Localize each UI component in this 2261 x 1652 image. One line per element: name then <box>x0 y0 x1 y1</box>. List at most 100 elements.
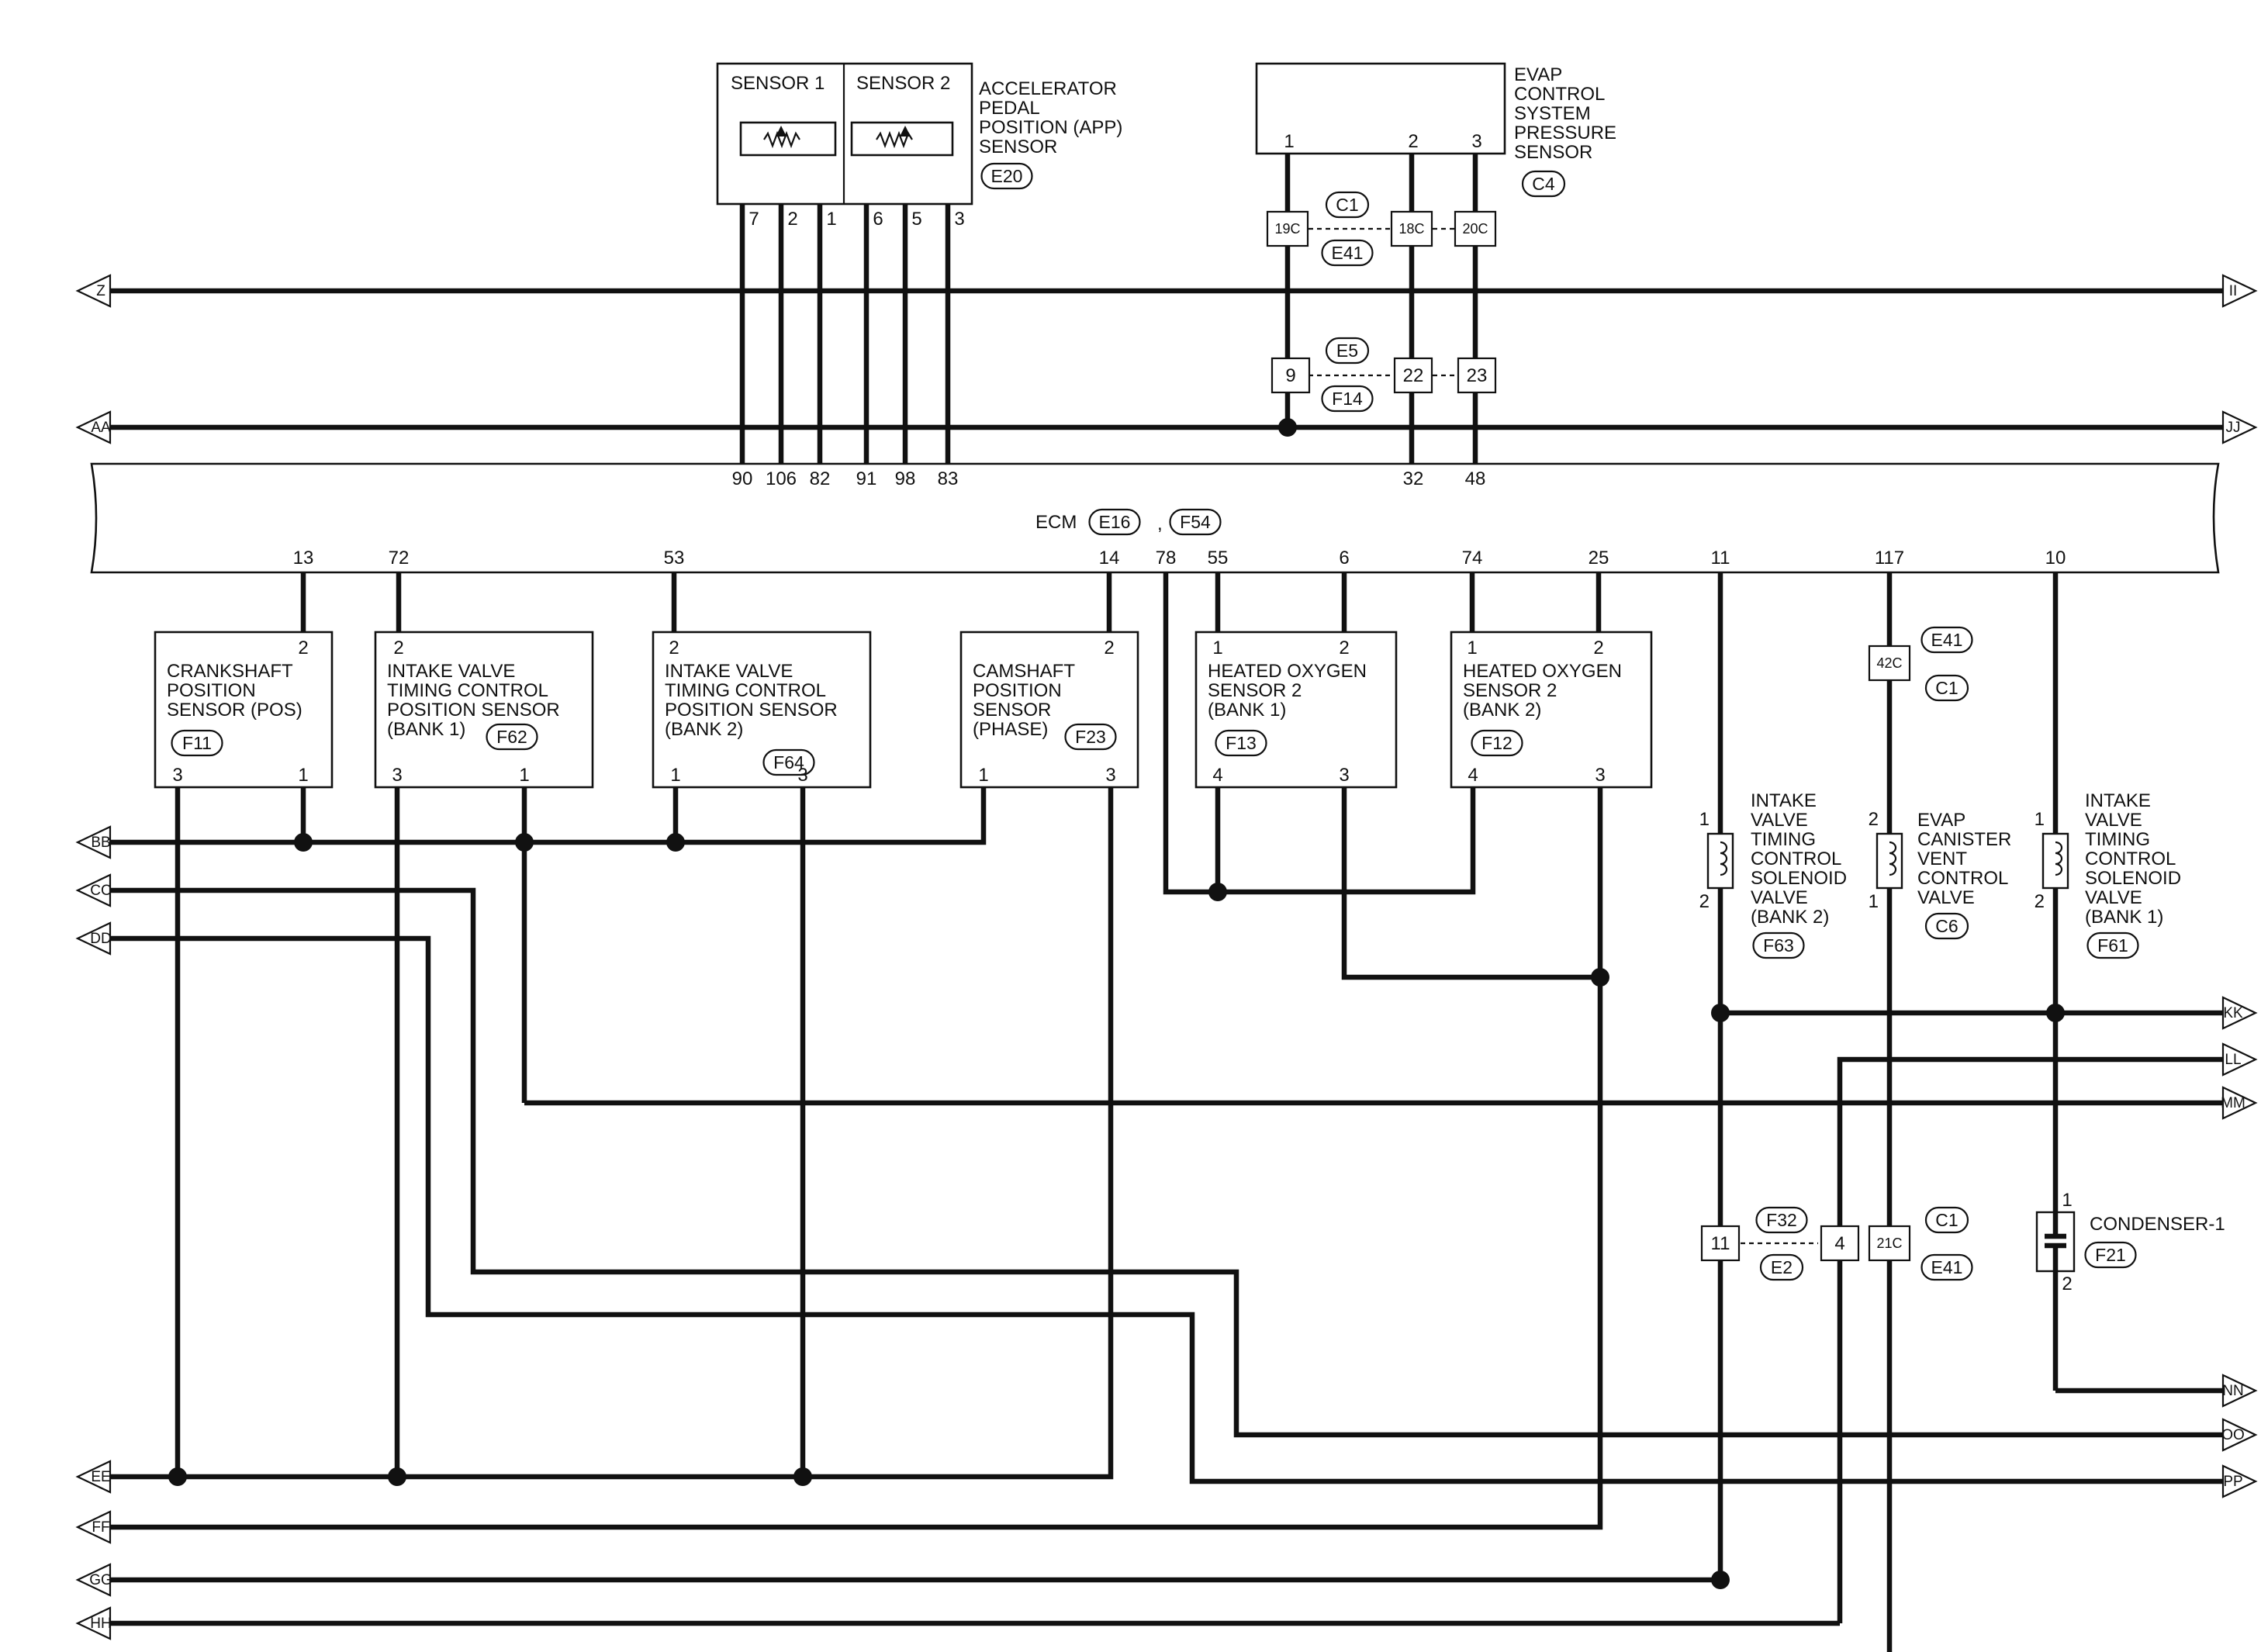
evap-pressure-sensor-body <box>1255 62 1506 155</box>
flag-arrow-icon <box>75 1606 112 1640</box>
valve-title: SOLENOID <box>2085 868 2181 889</box>
sensor-pin-label: 2 <box>298 638 308 658</box>
ecm-top-pin: 82 <box>810 468 831 489</box>
valve-title: VALVE <box>2085 810 2142 831</box>
joint3-terminal: 42C <box>1876 655 1902 671</box>
app-sensor-connector-outline <box>980 162 1033 190</box>
evap-sensor-title: SENSOR <box>1514 142 1592 163</box>
flag-arrow-icon <box>2221 274 2258 308</box>
sensor-body <box>154 631 334 789</box>
sensor-connector: F62 <box>496 727 527 747</box>
sensor-title: CRANKSHAFT <box>167 661 293 682</box>
wire-ecm-78 <box>1163 572 1476 895</box>
valve-title: (BANK 1) <box>2085 907 2163 928</box>
sensor-pin-label: 4 <box>1212 765 1222 786</box>
sensor-body <box>1450 631 1653 789</box>
evap-sensor-connector-outline <box>1521 170 1566 198</box>
valve-pin-label: 2 <box>1869 809 1879 830</box>
valve-title: CONTROL <box>1917 868 2008 889</box>
sensor-connector-outline <box>1471 729 1523 757</box>
valve-pin-label: 1 <box>1699 809 1710 830</box>
sensor-connector: F23 <box>1075 727 1106 747</box>
joint3-lower-connector: C1 <box>1935 678 1958 698</box>
app-sensor-title: ACCELERATOR <box>979 78 1117 99</box>
valve-pin-label: 2 <box>2035 891 2045 912</box>
joint4-upper-connector-outline <box>1755 1206 1808 1234</box>
solenoid-coil-icon <box>1720 841 1728 876</box>
sensor-connector-outline <box>1064 723 1117 751</box>
sensor-pin-label: 2 <box>1104 638 1114 658</box>
flag-label: KK <box>2223 1005 2243 1021</box>
flag-arrow-icon <box>2221 1374 2258 1408</box>
ecm-top-pin: 83 <box>938 468 959 489</box>
sensor-connector: F12 <box>1481 733 1513 753</box>
valve-title: VENT <box>1917 848 1967 869</box>
flag-cc: CC <box>75 873 112 907</box>
app-sensor-title: PEDAL <box>979 98 1040 119</box>
wire-ll <box>1837 1056 2225 1623</box>
sensor-pin-label: 3 <box>392 765 402 786</box>
flag-label: GG <box>89 1572 112 1588</box>
flag-arrow-icon <box>75 1460 112 1494</box>
wire-ee <box>109 787 1114 1480</box>
flag-ll: LL <box>2221 1042 2258 1077</box>
sensor-title: (BANK 2) <box>665 719 743 740</box>
app-sensor2-label: SENSOR 2 <box>856 73 950 94</box>
app-sensor-title: SENSOR <box>979 137 1057 157</box>
ecm-label: ECM <box>1035 512 1077 533</box>
joint2-terminal-box <box>1271 357 1311 394</box>
flag-label: PP <box>2223 1474 2242 1490</box>
ecm-connector-outline <box>1088 508 1141 536</box>
sensor-title: HEATED OXYGEN <box>1208 661 1367 682</box>
flag-aa: AA <box>75 410 112 444</box>
evap-sensor-title: PRESSURE <box>1514 123 1616 143</box>
joint1-terminal: 18C <box>1398 221 1424 237</box>
flag-ff: FF <box>75 1510 112 1544</box>
app-sensor2-element <box>850 121 954 157</box>
ecm-top-pin: 90 <box>732 468 753 489</box>
joint1-terminal-box <box>1266 210 1309 247</box>
flag-label: HH <box>90 1616 111 1632</box>
joint1-lower-connector-outline <box>1321 239 1374 267</box>
sensor-title: (BANK 1) <box>1208 700 1286 721</box>
joint3-upper-connector-outline <box>1920 626 1973 654</box>
joint5-lower-connector-outline <box>1920 1253 1973 1281</box>
ecm-bottom-pin: 10 <box>2045 548 2066 569</box>
sensor-pin-label: 3 <box>1595 765 1605 786</box>
flag-label: JJ <box>2226 420 2241 436</box>
joint1-terminal: 19C <box>1274 221 1300 237</box>
evap-sensor-connector: C4 <box>1532 174 1555 194</box>
valve-title: CANISTER <box>1917 829 2011 850</box>
flag-pp: PP <box>2221 1464 2258 1498</box>
sensor-connector: F13 <box>1226 733 1257 753</box>
condenser-connector: F21 <box>2095 1245 2126 1265</box>
joint1-upper-connector: C1 <box>1336 195 1358 215</box>
joint2-terminal-box <box>1393 357 1433 394</box>
sensor-title: SENSOR 2 <box>1208 680 1302 701</box>
sensor-title: SENSOR (POS) <box>167 700 303 721</box>
ecm-connector-outline <box>1169 508 1222 536</box>
valve-connector: F61 <box>2097 935 2128 956</box>
joint2-lower-connector-outline <box>1321 385 1374 413</box>
sensor-connector-outline <box>762 748 815 776</box>
flag-arrow-icon <box>75 410 112 444</box>
sensor-title: POSITION SENSOR <box>665 700 838 721</box>
flag-arrow-icon <box>75 921 112 956</box>
sensor-title: CAMSHAFT <box>973 661 1075 682</box>
joint5-upper-connector-outline <box>1924 1206 1969 1234</box>
splice-dot <box>388 1467 406 1486</box>
joint1-terminal-box <box>1454 210 1497 247</box>
joint5-lower-connector: E41 <box>1931 1257 1963 1277</box>
sensor-pin-label: 1 <box>978 765 988 786</box>
flag-label: LL <box>2225 1052 2241 1068</box>
joint2-terminal: 22 <box>1403 365 1424 386</box>
evap-pin-label: 3 <box>1471 131 1481 152</box>
joint2-terminal-box <box>1457 357 1497 394</box>
sensor-title: TIMING CONTROL <box>387 680 548 701</box>
ecm-top-pin: 91 <box>856 468 877 489</box>
ecm-top-pin: 98 <box>895 468 916 489</box>
joint1-terminal-box <box>1390 210 1433 247</box>
valve-f61: 12INTAKEVALVETIMINGCONTROLSOLENOIDVALVE(… <box>2035 790 2181 959</box>
